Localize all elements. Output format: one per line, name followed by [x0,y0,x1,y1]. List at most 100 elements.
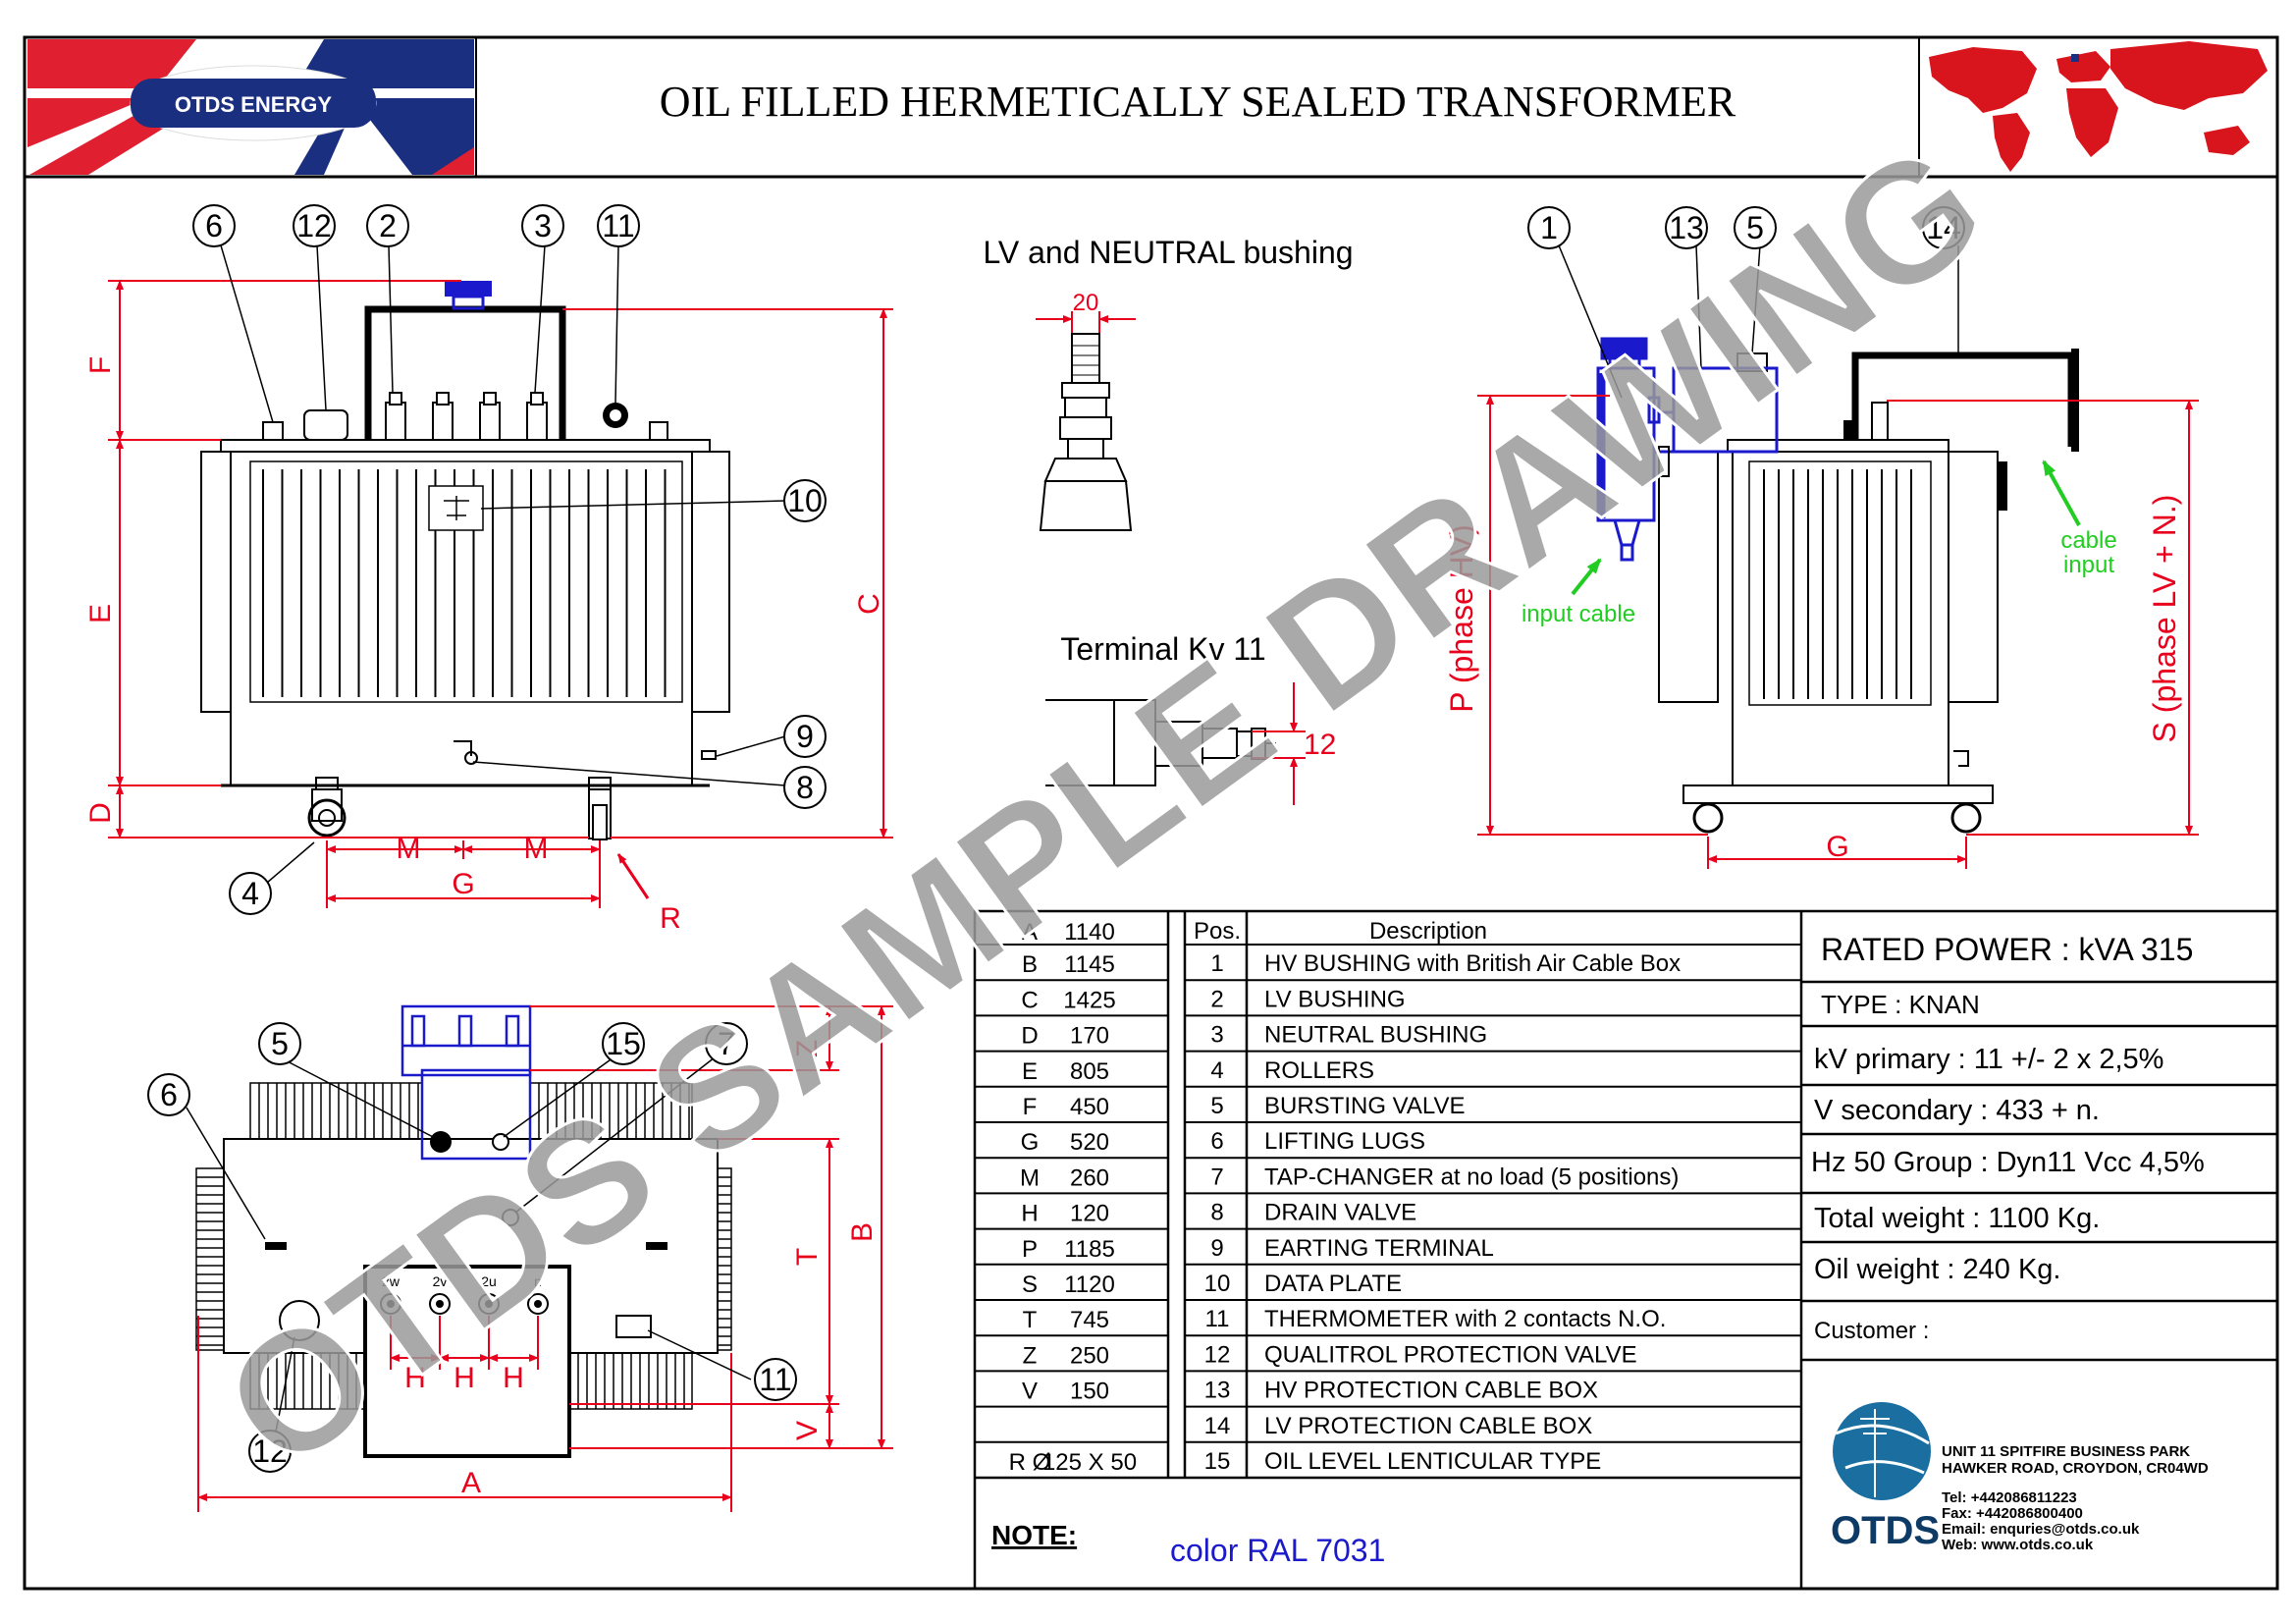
callout-8: 8 [783,766,827,809]
dim-row-value: 125 X 50 [1042,1449,1137,1476]
dim-row-label: A [1022,919,1038,946]
spec-oil-weight: Oil weight : 240 Kg. [1814,1254,2060,1285]
top-view-dimensions [197,1005,893,1512]
terminal-label-n: n [534,1273,542,1289]
spec-type: TYPE : KNAN [1821,990,1980,1019]
dim-row-label: M [1020,1164,1040,1191]
part-desc: LV PROTECTION CABLE BOX [1264,1413,1592,1439]
callout-number: 8 [796,770,814,805]
part-pos: 3 [1210,1022,1223,1049]
dim-row-label: V [1022,1379,1038,1405]
side-view-dimensions [1477,395,2199,869]
cable-input-label-2: input [2063,552,2114,578]
brand-name: OTDS ENERGY [175,92,332,117]
dim-label-e: E [84,604,117,623]
callout-number: 7 [718,1026,735,1061]
title-block [973,909,2279,1591]
callout-11: 11 [597,204,640,247]
dim-row-label: T [1023,1307,1038,1333]
callout-13: 13 [1665,206,1708,249]
company-block: OTDS UNIT 11 SPITFIRE BUSINESS PARK HAWK… [1831,1402,2209,1553]
part-pos: 8 [1210,1200,1223,1226]
dim-row-value: 260 [1070,1164,1109,1191]
dim-label-t: T [791,1248,824,1266]
dim-row-label: H [1021,1201,1038,1227]
terminal-label-2w: 2w [382,1273,400,1289]
part-row: 8 DRAIN VALVE [1210,1200,1416,1226]
spec-v-secondary: V secondary : 433 + n. [1814,1095,2100,1126]
dim-row-value: 120 [1070,1201,1109,1227]
dim-table-row: A 1140 [1022,919,1115,946]
dim-label-g2: G [1826,831,1848,863]
part-desc: THERMOMETER with 2 contacts N.O. [1264,1306,1666,1332]
dim-label-h2: H [454,1362,475,1394]
callout-12: 12 [248,1430,292,1473]
lv-bushing-title: LV and NEUTRAL bushing [983,235,1353,270]
part-pos: 6 [1210,1128,1223,1155]
spec-total-weight: Total weight : 1100 Kg. [1814,1203,2100,1234]
callout-14: 14 [1922,206,1965,249]
callout-number: 13 [1669,210,1704,245]
callout-number: 2 [379,208,397,243]
part-pos: 14 [1204,1413,1231,1439]
spec-rated-power: RATED POWER : kVA 315 [1821,932,2193,967]
dim-label-a: A [461,1467,481,1499]
part-desc: LV BUSHING [1264,986,1406,1012]
callout-10: 10 [783,479,827,522]
callout-15: 15 [602,1022,645,1065]
world-map-icon [1929,41,2268,172]
part-pos: 13 [1204,1378,1231,1404]
dim-table-row: M 260 [1020,1164,1109,1191]
dim-row-value: 250 [1070,1342,1109,1369]
dim-label-m2: M [524,833,549,865]
callout-number: 4 [241,876,259,911]
callout-1: 1 [1527,206,1571,249]
drawing-title: OIL FILLED HERMETICALLY SEALED TRANSFORM… [660,78,1736,126]
callout-6: 6 [147,1073,190,1116]
spec-customer: Customer : [1814,1318,1929,1344]
phase-lv-label: S (phase LV + N.) [2147,495,2182,743]
dim-row-value: 805 [1070,1058,1109,1085]
callout-6: 6 [192,204,236,247]
input-cable-label: input cable [1522,601,1635,627]
part-desc: HV PROTECTION CABLE BOX [1264,1378,1598,1404]
dim-row-value: 1140 [1064,919,1115,946]
callout-number: 6 [160,1077,178,1112]
lv-bushing-detail: LV and NEUTRAL bushing 20 [983,235,1354,531]
callout-number: 14 [1926,210,1961,245]
top-view: 2w 2v 2u n [195,1004,732,1458]
cable-input-label-1: cable [2060,527,2116,554]
part-pos: 10 [1204,1271,1231,1297]
terminal-title: Terminal Kv 11 [1060,631,1265,667]
part-desc: NEUTRAL BUSHING [1264,1022,1487,1049]
company-address-1: UNIT 11 SPITFIRE BUSINESS PARK [1942,1443,2190,1460]
spec-kv-primary: kV primary : 11 +/- 2 x 2,5% [1814,1044,2163,1075]
callout-3: 3 [521,204,564,247]
callout-number: 11 [759,1362,791,1397]
otds-energy-logo: OTDS ENERGY [27,39,474,175]
dim-label-c: C [853,593,885,615]
dim-label-h1: H [404,1362,426,1394]
callout-number: 12 [296,208,332,243]
part-desc: DRAIN VALVE [1264,1200,1416,1226]
callout-7: 7 [705,1022,748,1065]
dim-table-row: H 120 [1021,1201,1109,1227]
dim-row-value: 1120 [1064,1271,1115,1298]
otds-globe-logo [1833,1402,1931,1500]
callout-4: 4 [229,872,272,915]
terminal-dim: 12 [1304,729,1336,761]
dim-row-label: Z [1023,1342,1038,1369]
callout-number: 6 [205,208,223,243]
